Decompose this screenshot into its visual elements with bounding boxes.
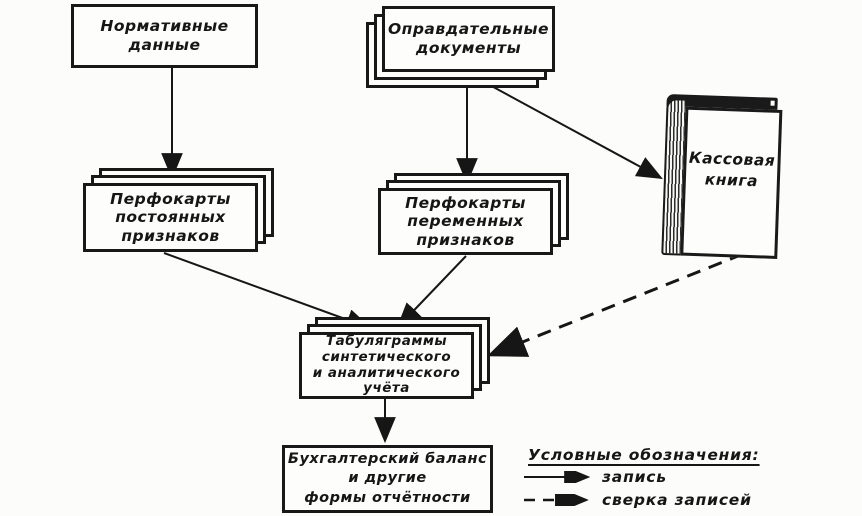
edge-var-cards-to-tabulagrams [396, 255, 467, 329]
node-normative-data: Нормативные данные [71, 4, 258, 68]
legend-item-reconciliation: сверка записей [522, 489, 782, 510]
node-tabulagrams-label: Табуляграммы синтетического и аналитичес… [299, 332, 474, 399]
node-supporting-documents-label: Оправдательные документы [382, 6, 555, 72]
node-punchcards-permanent-label: Перфокарты постоянных признаков [83, 183, 258, 252]
legend: Условные обозначения: запись [522, 446, 782, 510]
edge-perm-cards-to-tabulagrams [163, 252, 373, 331]
solid-arrow-icon [524, 470, 591, 483]
edge-cash-book-to-tabulagrams-dashed [486, 252, 744, 357]
node-punchcards-variable: Перфокарты переменных признаков [378, 173, 569, 255]
node-cash-book-label: Кассовая книга [680, 106, 783, 259]
legend-item-reconciliation-label: сверка записей [602, 490, 752, 509]
dashed-arrow-icon [524, 493, 589, 506]
legend-title: Условные обозначения: [528, 446, 760, 464]
edge-documents-to-cash-book [472, 75, 663, 180]
legend-item-record-label: запись [602, 467, 667, 486]
node-balance-sheet: Бухгалтерский баланс и другие формы отчё… [282, 445, 493, 513]
node-supporting-documents: Оправдательные документы [366, 6, 555, 88]
node-cash-book: Кассовая книга [661, 93, 785, 261]
legend-item-record: запись [522, 466, 782, 487]
node-punchcards-variable-label: Перфокарты переменных признаков [378, 188, 553, 255]
node-tabulagrams: Табуляграммы синтетического и аналитичес… [299, 317, 490, 399]
node-punchcards-permanent: Перфокарты постоянных признаков [83, 168, 274, 252]
